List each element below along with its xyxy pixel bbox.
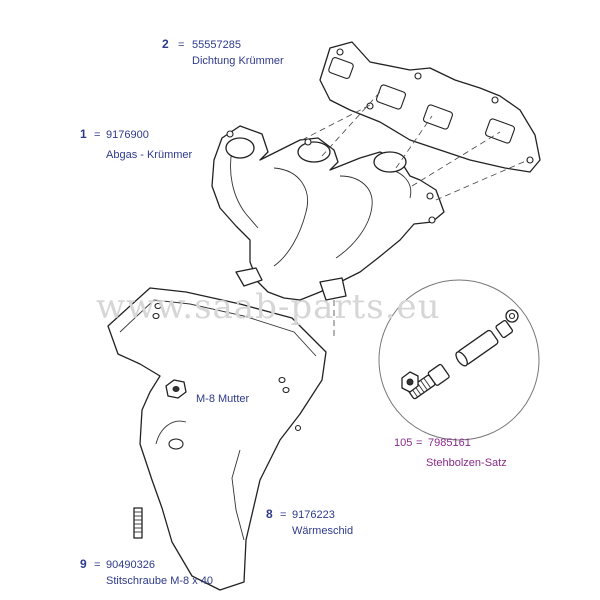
gasket-part — [319, 41, 541, 173]
callout-heat-shield-partno: 9176223 — [292, 509, 335, 521]
callout-stud-kit-name: Stehbolzen-Satz — [426, 457, 507, 469]
callout-heat-shield-name: Wärmeschid — [292, 525, 353, 537]
heat-shield-part — [107, 287, 327, 591]
callout-nut-name: M-8 Mutter — [196, 393, 250, 405]
callout-manifold-partno: 9176900 — [106, 129, 149, 141]
callout-stud-kit-eq: = — [416, 437, 422, 449]
callout-heat-shield-number: 8 — [266, 507, 273, 521]
callout-stud-kit-partno: 7985161 — [428, 437, 471, 449]
stud-screw-part — [133, 507, 143, 539]
callout-stud-screw-eq: = — [94, 559, 100, 571]
callout-stud-screw-partno: 90490326 — [106, 559, 155, 571]
callout-manifold-number: 1 — [80, 127, 87, 141]
callout-heat-shield: 8 = 9176223 Wärmeschid — [266, 507, 353, 537]
callout-gasket-eq: = — [178, 39, 184, 51]
callout-stud-kit: 105 = 7985161 Stehbolzen-Satz — [394, 437, 507, 469]
callout-manifold: 1 = 9176900 Abgas - Krümmer — [80, 127, 193, 161]
callout-heat-shield-eq: = — [280, 509, 286, 521]
callout-gasket: 2 = 55557285 Dichtung Krümmer — [162, 37, 284, 67]
stud-kit-detail — [378, 279, 540, 441]
callout-gasket-partno: 55557285 — [192, 39, 241, 51]
manifold-part — [211, 125, 445, 301]
watermark-text: www.saab-parts.eu — [96, 287, 441, 327]
callout-stud-screw-name: Stitschraube M-8 x 40 — [106, 575, 213, 587]
callout-gasket-name: Dichtung Krümmer — [192, 55, 284, 67]
callout-manifold-name: Abgas - Krümmer — [106, 149, 193, 161]
m8-nut-part — [165, 379, 187, 399]
callout-stud-screw: 9 = 90490326 Stitschraube M-8 x 40 — [80, 557, 213, 587]
callout-stud-kit-number: 105 — [394, 437, 412, 449]
callout-manifold-eq: = — [94, 129, 100, 141]
callout-gasket-number: 2 — [162, 37, 169, 51]
callout-nut: M-8 Mutter — [196, 393, 250, 405]
callout-stud-screw-number: 9 — [80, 557, 87, 571]
